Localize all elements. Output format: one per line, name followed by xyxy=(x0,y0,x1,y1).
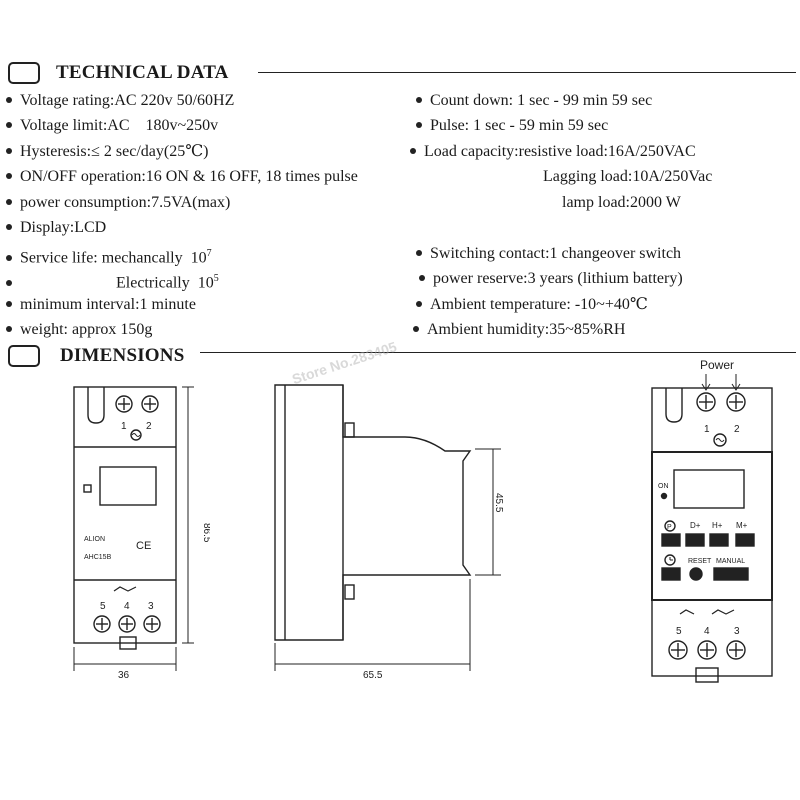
power-arrow-right-icon xyxy=(731,383,741,391)
front-relay-symbol-icon xyxy=(113,586,137,592)
spec-service-life-mechanical: Service life: mechancally 107 xyxy=(6,244,212,268)
spec-weight: weight: approx 150g xyxy=(6,320,152,340)
panel-bottom-clip xyxy=(695,667,719,683)
spec-on-off-operation: ON/OFF operation:16 ON & 16 OFF, 18 time… xyxy=(6,167,358,187)
reset-label: RESET xyxy=(688,558,712,565)
key-d-plus[interactable] xyxy=(685,533,705,547)
side-depth-label: 65.5 xyxy=(363,670,383,680)
front-lcd-window xyxy=(99,466,157,506)
spec-load-capacity: Load capacity:resistive load:16A/250VAC xyxy=(410,142,696,162)
spec-power-consumption: power consumption:7.5VA(max) xyxy=(6,193,230,213)
svg-text:P: P xyxy=(667,524,672,531)
front-view-drawing: 1 2 ALION AHC15B CE 5 4 3 86.5 36 xyxy=(73,386,210,680)
side-slot-bottom xyxy=(344,584,355,600)
panel-on-label: ON xyxy=(658,483,669,490)
panel-relay-symbol-right-icon xyxy=(711,609,735,615)
key-label-d-plus: D+ xyxy=(690,521,701,530)
spec-service-life-electrical: Electrically 105 xyxy=(6,269,219,293)
front-terminal-label-3: 3 xyxy=(148,601,154,612)
spec-hysteresis: Hysteresis:≤ 2 sec/day(25℃) xyxy=(6,142,208,162)
front-terminal-label-1: 1 xyxy=(121,421,127,432)
front-height-label: 86.5 xyxy=(201,523,210,543)
spec-voltage-limit: Voltage limit:AC 180v~250v xyxy=(6,116,218,136)
spec-minimum-interval: minimum interval:1 minute xyxy=(6,295,196,315)
key-label-h-plus: H+ xyxy=(712,521,723,530)
side-view-drawing: 45.5 65.5 xyxy=(274,384,504,680)
spec-switching-contact: Switching contact:1 changeover switch xyxy=(416,244,681,264)
spec-lagging-load: Lagging load:10A/250Vac xyxy=(543,168,713,185)
front-body-outline xyxy=(73,386,177,644)
front-ce-mark: CE xyxy=(136,540,151,552)
spec-ambient-temperature: Ambient temperature: -10~+40℃ xyxy=(416,295,648,315)
panel-mount-clip xyxy=(665,388,683,423)
power-arrow-left-icon xyxy=(701,383,711,391)
panel-terminal-label-2: 2 xyxy=(734,424,740,435)
dimensions-heading: DIMENSIONS xyxy=(60,345,185,366)
key-reset[interactable] xyxy=(689,567,703,581)
panel-body-outline xyxy=(651,387,773,677)
panel-face-frame xyxy=(651,451,773,601)
front-top-terminals xyxy=(115,395,159,413)
panel-terminal-label-1: 1 xyxy=(704,424,710,435)
panel-lcd-window xyxy=(673,469,745,509)
panel-bottom-terminals xyxy=(668,640,746,660)
panel-ac-symbol-icon xyxy=(713,433,727,447)
front-model-label: AHC15B xyxy=(84,554,112,561)
manual-label: MANUAL xyxy=(716,558,745,565)
clock-key-icon xyxy=(664,554,676,566)
dimensions-box-icon xyxy=(8,345,40,367)
spec-display: Display:LCD xyxy=(6,218,106,238)
front-terminal-label-5: 5 xyxy=(100,601,106,612)
panel-top-terminals xyxy=(696,392,746,412)
side-rail-label: 45.5 xyxy=(493,493,504,513)
spec-pulse: Pulse: 1 sec - 59 min 59 sec xyxy=(416,116,608,136)
key-label-m-plus: M+ xyxy=(736,521,748,530)
spec-ambient-humidity: Ambient humidity:35~85%RH xyxy=(413,320,625,340)
front-ac-symbol-icon xyxy=(130,429,142,441)
front-terminal-label-2: 2 xyxy=(146,421,152,432)
key-m-plus[interactable] xyxy=(735,533,755,547)
power-label: Power xyxy=(700,358,734,372)
dimensions-rule xyxy=(200,352,796,353)
front-bottom-clip xyxy=(119,636,137,650)
spec-lamp-load: lamp load:2000 W xyxy=(562,194,681,211)
technical-data-heading: TECHNICAL DATA xyxy=(56,62,229,83)
technical-data-box-icon xyxy=(8,62,40,84)
panel-on-led-icon xyxy=(660,492,668,500)
panel-terminal-label-3: 3 xyxy=(734,626,740,637)
front-brand-label: ALION xyxy=(84,536,105,543)
key-manual[interactable] xyxy=(713,567,749,581)
front-mount-clip xyxy=(87,387,105,424)
spec-power-reserve: power reserve:3 years (lithium battery) xyxy=(419,269,683,289)
key-h-plus[interactable] xyxy=(709,533,729,547)
spec-voltage-rating: Voltage rating:AC 220v 50/60HZ xyxy=(6,91,234,111)
key-program[interactable] xyxy=(661,533,681,547)
side-slot-top xyxy=(344,422,355,438)
front-terminal-label-4: 4 xyxy=(124,601,130,612)
panel-terminal-label-5: 5 xyxy=(676,626,682,637)
spec-count-down: Count down: 1 sec - 99 min 59 sec xyxy=(416,91,652,111)
panel-view-drawing: Power 1 2 ON P D+ H+ M+ RESET MANUAL 5 4… xyxy=(651,358,773,683)
program-key-icon xyxy=(664,520,676,532)
panel-relay-symbol-left-icon xyxy=(679,609,695,615)
front-led-square xyxy=(83,484,92,493)
key-clock[interactable] xyxy=(661,567,681,581)
front-bottom-terminals xyxy=(93,615,161,633)
technical-data-rule xyxy=(258,72,796,73)
panel-terminal-label-4: 4 xyxy=(704,626,710,637)
side-body-outline xyxy=(274,384,472,641)
front-width-label: 36 xyxy=(118,670,130,680)
